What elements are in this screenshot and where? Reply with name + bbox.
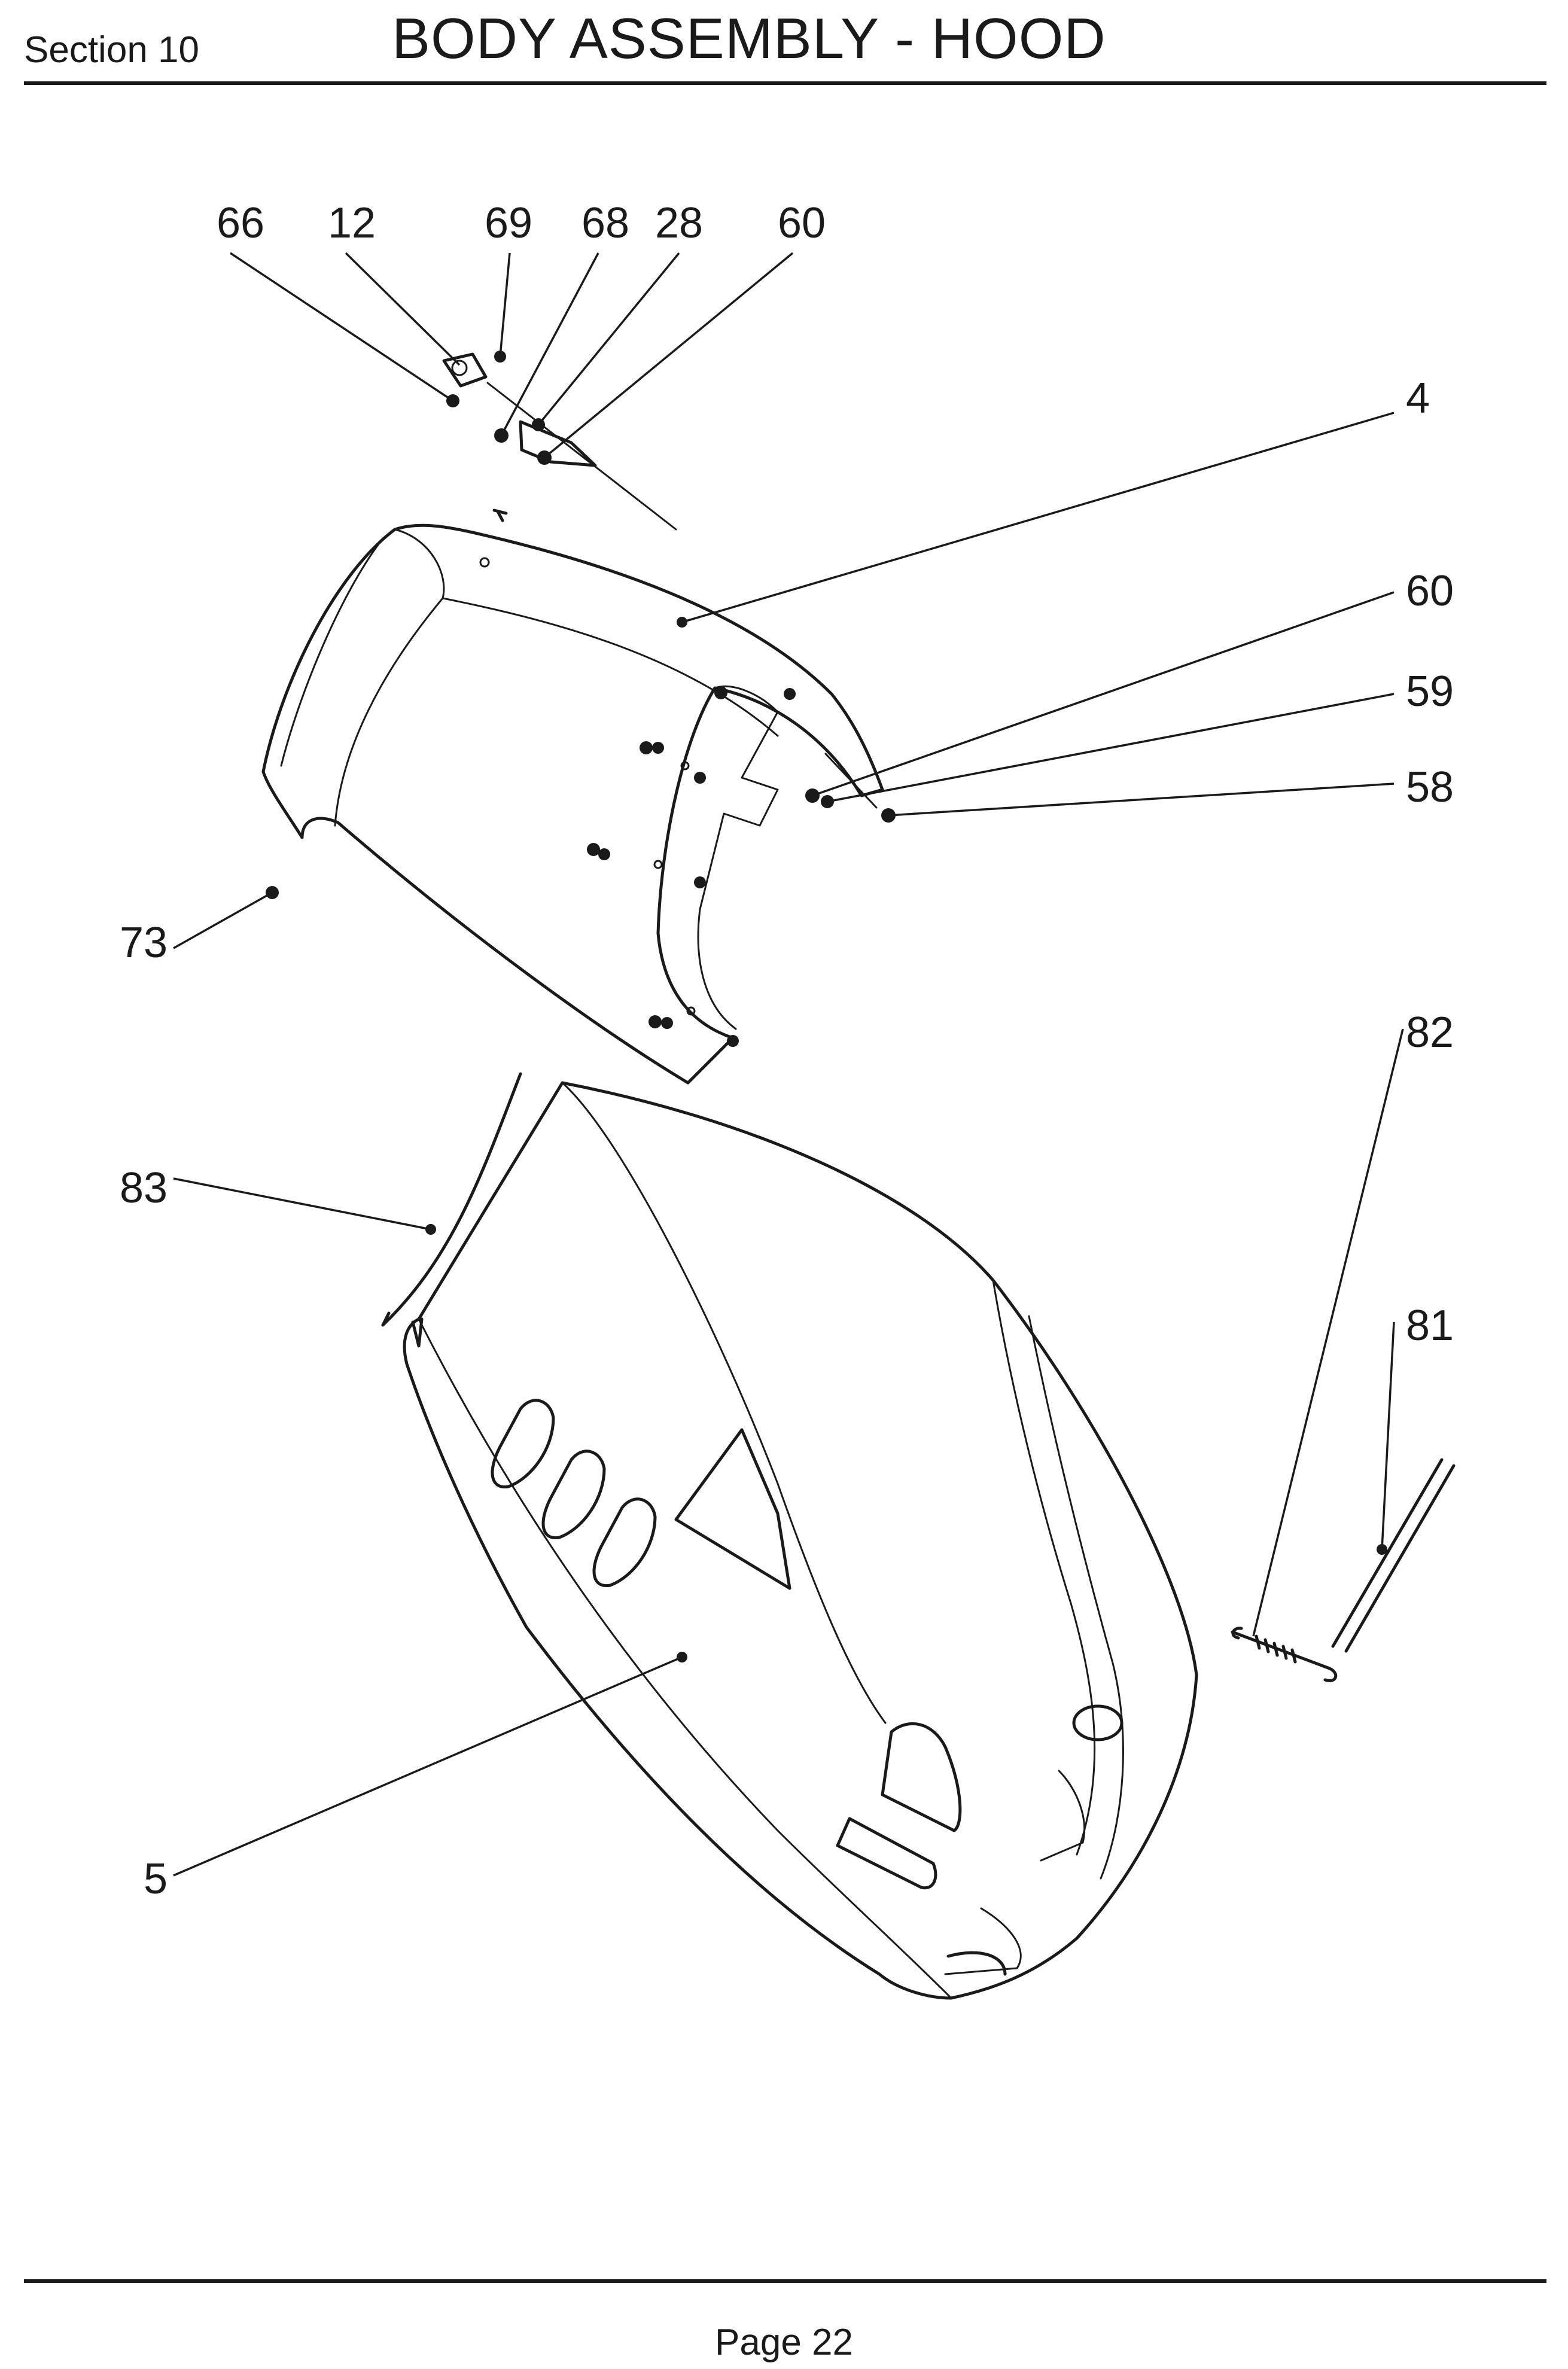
mount-hole [653, 860, 663, 869]
lower-hood-tab [411, 1317, 424, 1348]
fastener [694, 876, 706, 888]
spring-hook [1231, 1630, 1337, 1682]
vent-slot [592, 1497, 657, 1588]
callout-28: 28 [655, 199, 703, 247]
page-number: Page 22 [715, 2322, 853, 2363]
vent-slot [491, 1399, 555, 1489]
upper-hood-panel [261, 523, 896, 1085]
spring [1231, 1627, 1337, 1682]
spring-hook [1231, 1627, 1243, 1640]
callout-59: 59 [1406, 668, 1454, 715]
fastener [784, 688, 796, 700]
lower-hood-outline [403, 1081, 1198, 2000]
vent-slot [541, 1450, 606, 1540]
leader-dots [425, 617, 1387, 1662]
bumper-slot [946, 1951, 1007, 1976]
page-title: BODY ASSEMBLY - HOOD [392, 7, 1106, 71]
triangle-vent [674, 1428, 791, 1590]
callout-83: 83 [120, 1164, 168, 1212]
callout-81: 81 [1406, 1302, 1454, 1350]
fastener [661, 1017, 673, 1029]
lower-hood-shell [403, 1081, 1198, 2000]
prop-rod-bar [1344, 1464, 1456, 1653]
callout-60: 60 [1406, 567, 1454, 615]
callout-69: 69 [485, 199, 532, 247]
upper-hood-crease [334, 528, 445, 827]
screw [492, 508, 508, 522]
fastener [648, 1015, 662, 1028]
fastener [714, 686, 727, 699]
grille-detail [944, 1907, 1022, 1975]
fastener [652, 742, 664, 754]
lower-hood-side-line [992, 1279, 1096, 1856]
lower-vent [836, 1817, 937, 1890]
spring-coils [1255, 1634, 1297, 1664]
leader-lines [173, 252, 1404, 1877]
upper-hood-inner-bracket [697, 685, 779, 1030]
fastener [727, 1035, 739, 1047]
fastener [640, 741, 653, 754]
upper-hood-tab [824, 753, 878, 809]
prop-rod [1331, 1458, 1456, 1653]
lower-vent [881, 1722, 962, 1832]
headlight [1072, 1704, 1124, 1741]
section-label: Section 10 [24, 29, 199, 71]
hinge-bolt-hole [451, 360, 468, 376]
callout-5: 5 [144, 1855, 168, 1903]
callout-60-top: 60 [778, 199, 826, 247]
hinge-plate [442, 352, 488, 388]
callout-82: 82 [1406, 1009, 1454, 1056]
callout-68: 68 [581, 199, 629, 247]
callout-73: 73 [120, 919, 168, 967]
upper-hood-outline [261, 523, 884, 1085]
upper-hood-front-edge [280, 537, 384, 767]
hinge-rod [486, 382, 677, 531]
hinge-bracket [519, 420, 597, 467]
fastener [587, 843, 600, 856]
footer-rule [24, 2279, 1546, 2283]
fastener [598, 848, 610, 860]
lower-hood-ridge [561, 1082, 887, 1724]
callout-4: 4 [1406, 374, 1430, 422]
callout-66: 66 [217, 199, 264, 247]
fastener [694, 772, 706, 784]
prop-rod-bar [1331, 1458, 1444, 1648]
mount-hole [686, 1006, 696, 1016]
grille-detail [1040, 1770, 1086, 1862]
callout-12: 12 [328, 199, 376, 247]
header-rule [24, 81, 1546, 85]
mount-hole [680, 761, 690, 771]
weatherstrip [381, 1072, 522, 1327]
lower-hood-side-line [1028, 1315, 1124, 1880]
mount-hole [479, 557, 490, 568]
upper-hood-top-line [442, 597, 779, 737]
callout-58: 58 [1406, 763, 1454, 811]
